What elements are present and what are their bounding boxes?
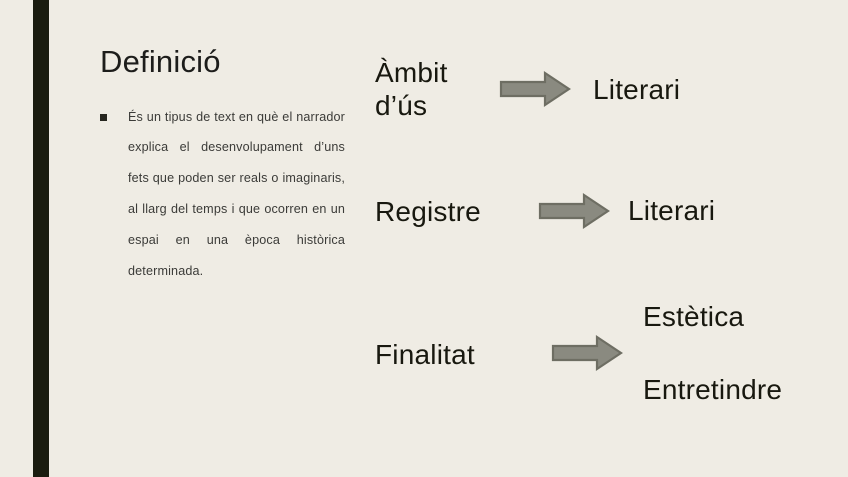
square-bullet-icon — [100, 113, 107, 121]
mapping-source-label: Àmbit d’ús — [375, 57, 448, 122]
mapping-target-group: Literari — [571, 73, 848, 106]
mapping-target-group: Estètica Entretindre — [623, 300, 848, 406]
page-title: Definició — [100, 44, 221, 79]
list-item-label: És un tipus de text en què el narrador e… — [128, 109, 345, 278]
mapping-source-label: Registre — [375, 196, 481, 228]
mapping-target-label: Literari — [593, 73, 681, 105]
mapping-row-ambit-dus: Àmbit d’ús Literari — [375, 56, 848, 122]
left-content-column: Definició És un tipus de text en què el … — [100, 44, 345, 287]
right-arrow-icon — [538, 191, 610, 231]
mapping-target-label: Entretindre — [643, 374, 783, 406]
mapping-row-registre: Registre Literari — [375, 191, 848, 231]
mapping-target-group: Literari — [610, 194, 848, 227]
mapping-source-label: Finalitat — [375, 338, 475, 370]
right-arrow-icon — [551, 333, 623, 373]
right-mapping-column: Àmbit d’ús Literari Registre Literari — [375, 0, 848, 477]
mapping-target-label: Literari — [628, 195, 716, 227]
decorative-left-bar — [33, 0, 49, 477]
mapping-row-finalitat: Finalitat Estètica Entretindre — [375, 300, 848, 406]
list-item: És un tipus de text en què el narrador e… — [100, 102, 345, 287]
right-arrow-icon — [499, 69, 571, 109]
mapping-target-label: Estètica — [643, 301, 745, 332]
definition-bullet-list: És un tipus de text en què el narrador e… — [100, 102, 345, 287]
